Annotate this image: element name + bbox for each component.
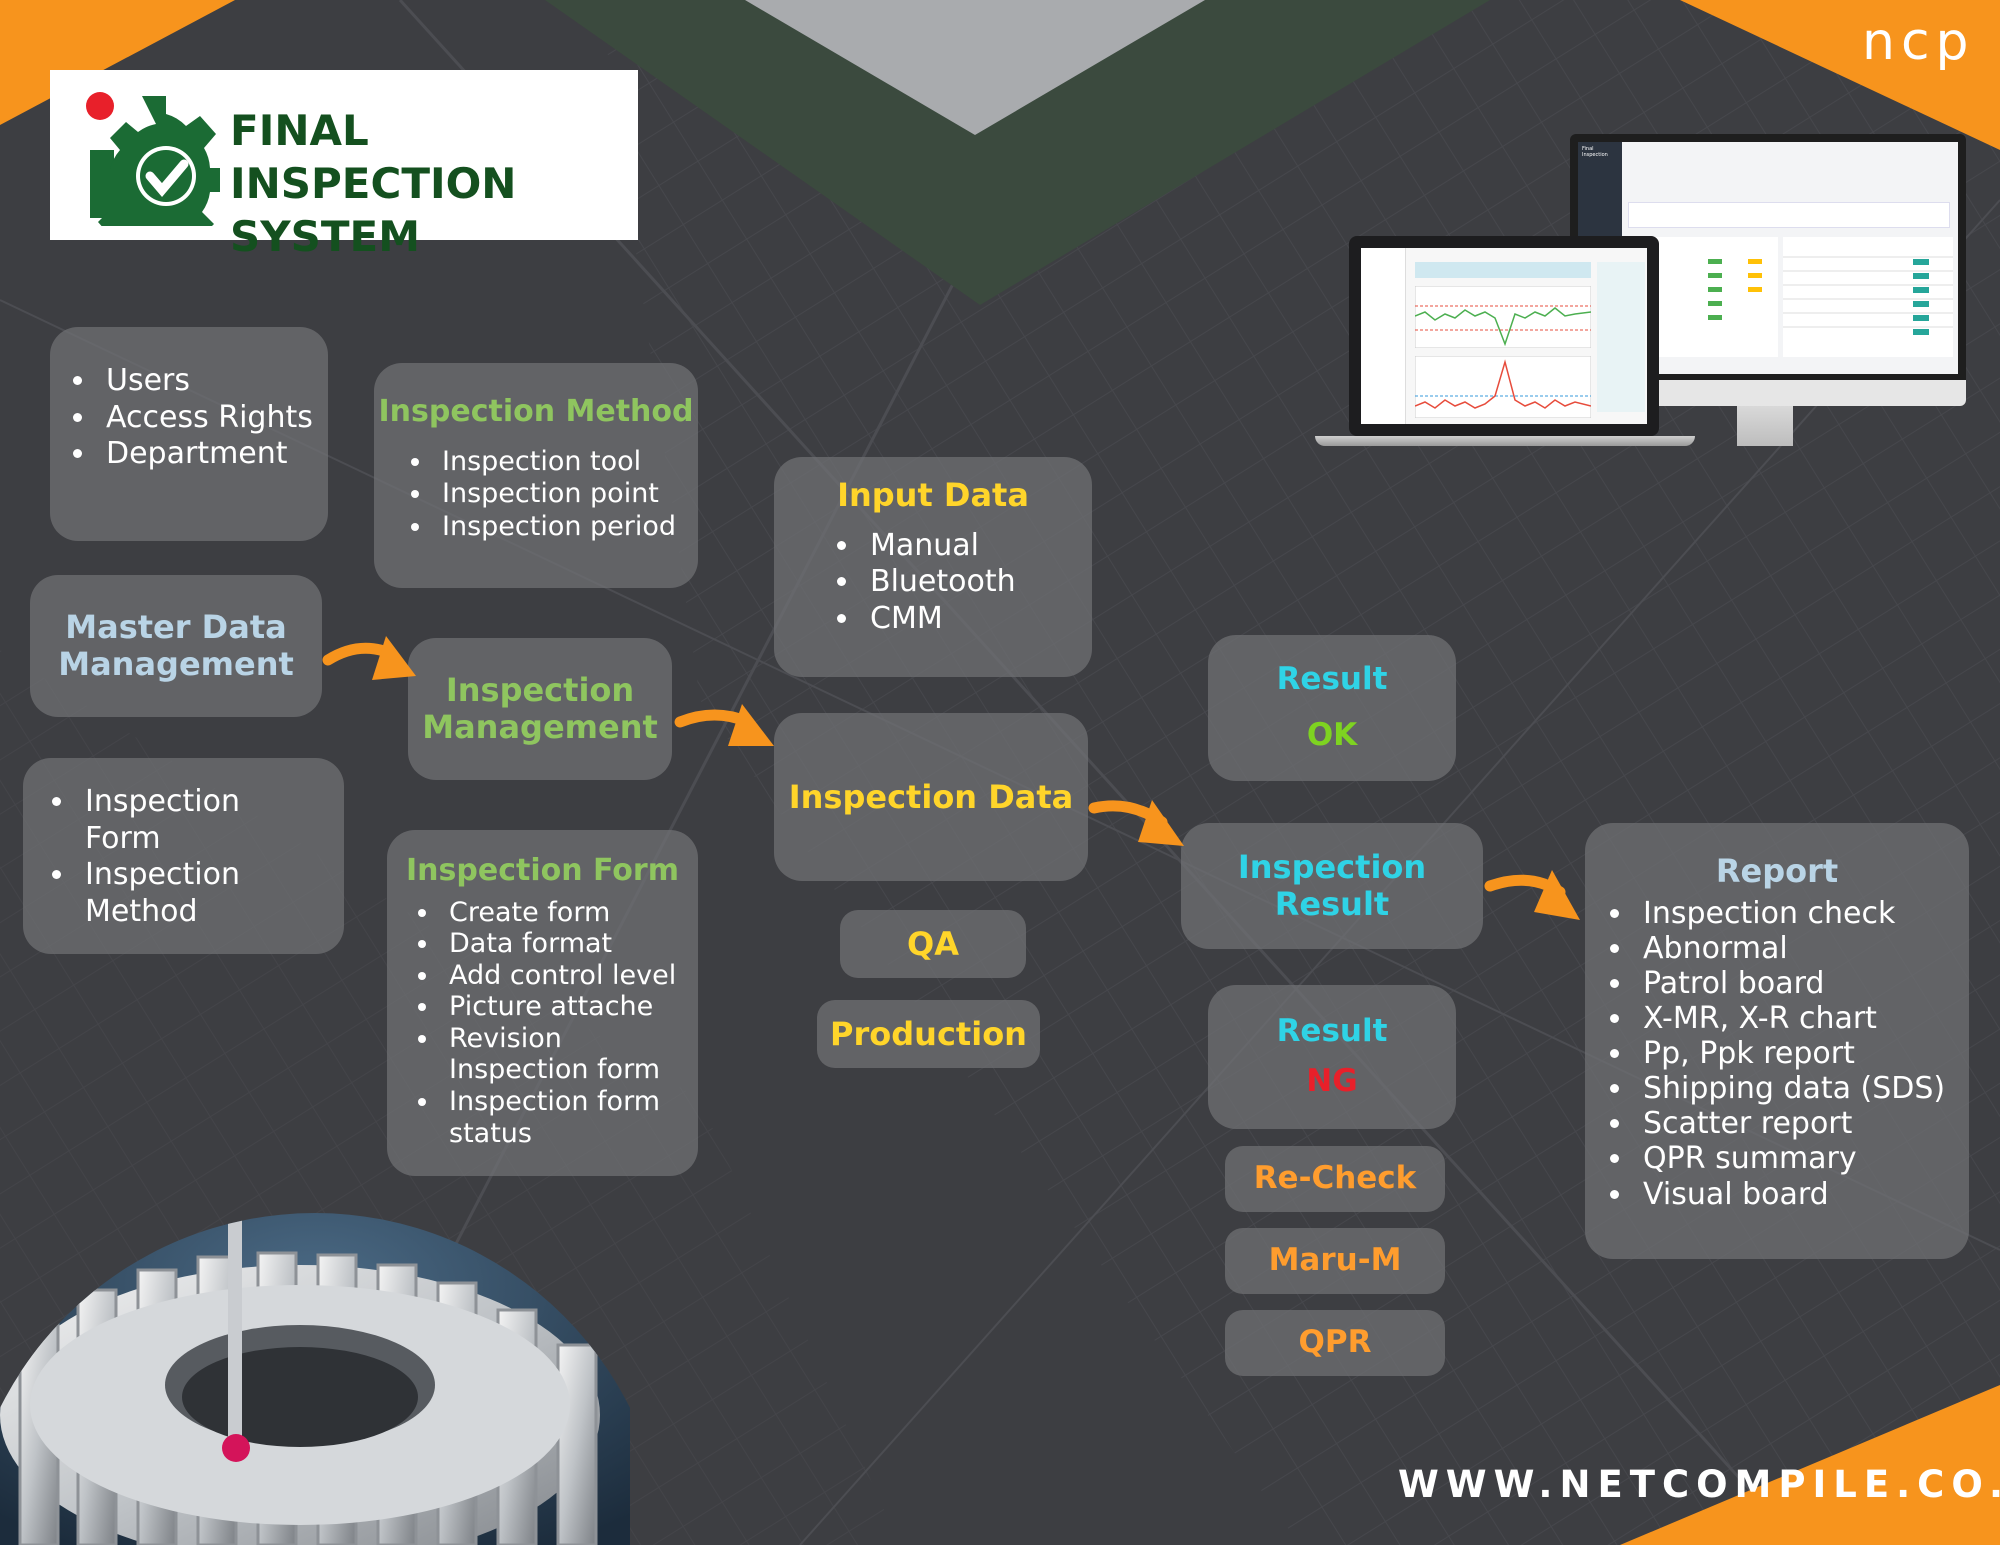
revision-inspection-form-item: Revision Inspection form — [441, 1023, 671, 1086]
laptop-line-chart — [1415, 286, 1591, 348]
desktop-sidebar-title: Final Inspection — [1582, 146, 1608, 158]
recheck-label: Re-Check — [1253, 1160, 1417, 1197]
production-box: Production — [817, 1000, 1040, 1068]
top-light-triangle — [745, 0, 1205, 135]
report-inspection-check: Inspection check — [1635, 896, 1969, 931]
report-scatter: Scatter report — [1635, 1106, 1969, 1141]
laptop-base — [1315, 436, 1695, 446]
inspection-method-box: Inspection Method Inspection tool Inspec… — [374, 363, 698, 588]
laptop-side-panel — [1597, 262, 1645, 412]
recheck-box: Re-Check — [1225, 1146, 1445, 1212]
department-item: Department — [98, 436, 328, 473]
add-control-level-item: Add control level — [441, 960, 676, 992]
website-url[interactable]: WWW.NETCOMPILE.CO.TH — [1398, 1463, 2000, 1506]
input-data-box: Input Data Manual Bluetooth CMM — [774, 457, 1092, 677]
result-ok-value: OK — [1306, 717, 1358, 753]
qpr-label: QPR — [1298, 1324, 1372, 1361]
users-box: Users Access Rights Department — [50, 327, 328, 541]
arrowhead-3 — [1138, 800, 1184, 846]
inspection-management-title: Inspection Management — [422, 671, 658, 746]
maru-box: Maru-M — [1225, 1228, 1445, 1294]
result-ng-value: NG — [1306, 1063, 1358, 1099]
inspection-method-item: Inspection Method — [77, 857, 277, 930]
inspection-method-title: Inspection Method — [378, 394, 694, 429]
master-data-title: Master Data Management — [58, 608, 294, 683]
forms-box: Inspection Form Inspection Method — [23, 758, 344, 954]
laptop-header-table — [1415, 262, 1591, 278]
laptop-sidebar — [1361, 248, 1406, 424]
logo-card: FINAL INSPECTION SYSTEM — [50, 70, 638, 261]
inspection-form-box: Inspection Form Create form Data format … — [387, 830, 698, 1176]
arrowhead-1 — [372, 636, 416, 680]
report-pp-ppk: Pp, Ppk report — [1635, 1036, 1969, 1071]
report-visual-board: Visual board — [1635, 1177, 1969, 1212]
report-box: Report Inspection check Abnormal Patrol … — [1585, 823, 1969, 1259]
qa-label: QA — [907, 924, 959, 963]
report-shipping-data: Shipping data (SDS) — [1635, 1071, 1969, 1106]
master-data-box: Master Data Management — [30, 575, 322, 717]
inspection-period-item: Inspection period — [434, 511, 698, 544]
report-patrol-board: Patrol board — [1635, 966, 1969, 1001]
arrowhead-2 — [728, 704, 774, 746]
access-rights-item: Access Rights — [98, 400, 328, 437]
report-abnormal: Abnormal — [1635, 931, 1969, 966]
gear-photo — [0, 1213, 630, 1545]
desktop-stand — [1737, 406, 1793, 446]
top-chevron-shape — [545, 0, 1490, 305]
picture-attache-item: Picture attache — [441, 991, 671, 1023]
cmm-item: CMM — [862, 601, 1092, 638]
result-ng-title: Result — [1276, 1013, 1388, 1050]
desktop-stats-row — [1628, 202, 1950, 228]
laptop-screen — [1361, 248, 1647, 424]
inspection-form-status-item: Inspection form status — [441, 1086, 671, 1149]
inspection-form-item: Inspection Form — [77, 784, 277, 857]
result-ok-box: Result OK — [1208, 635, 1456, 781]
maru-label: Maru-M — [1268, 1242, 1402, 1279]
inspection-data-box: Inspection Data — [774, 713, 1088, 881]
inspection-data-title: Inspection Data — [788, 777, 1074, 816]
data-format-item: Data format — [441, 928, 671, 960]
ncp-logo: ncp — [1862, 12, 1975, 72]
qa-box: QA — [840, 910, 1026, 978]
corner-orange-bottom-right — [1620, 1385, 2000, 1545]
desktop-table-right — [1783, 237, 1953, 357]
inspection-tool-item: Inspection tool — [434, 446, 698, 479]
logo-title-line1: FINAL INSPECTION — [230, 106, 517, 208]
laptop-screen-bezel — [1349, 236, 1659, 436]
report-title: Report — [1715, 852, 1839, 890]
qpr-box: QPR — [1225, 1310, 1445, 1376]
inspection-form-title: Inspection Form — [406, 853, 679, 888]
laptop-bar-chart — [1415, 356, 1591, 418]
inspection-point-item: Inspection point — [434, 478, 698, 511]
result-ng-box: Result NG — [1208, 985, 1456, 1129]
create-form-item: Create form — [441, 897, 671, 929]
gear-check-icon — [86, 92, 220, 226]
report-qpr-summary: QPR summary — [1635, 1141, 1969, 1176]
manual-item: Manual — [862, 528, 1092, 565]
device-mockup: Final Inspection — [1315, 130, 1975, 460]
arrowhead-4 — [1534, 870, 1580, 920]
users-item: Users — [98, 363, 328, 400]
inspection-management-box: Inspection Management — [408, 638, 672, 780]
report-xmr-xr-chart: X-MR, X-R chart — [1635, 1001, 1969, 1036]
production-label: Production — [830, 1014, 1027, 1053]
corner-orange-top-right — [1680, 0, 2000, 150]
bluetooth-item: Bluetooth — [862, 564, 1092, 601]
input-data-title: Input Data — [837, 476, 1029, 514]
inspection-result-title: Inspection Result — [1237, 848, 1427, 923]
result-ok-title: Result — [1276, 661, 1388, 698]
logo-title-line2: SYSTEM — [230, 211, 421, 261]
inspection-result-box: Inspection Result — [1181, 823, 1483, 949]
